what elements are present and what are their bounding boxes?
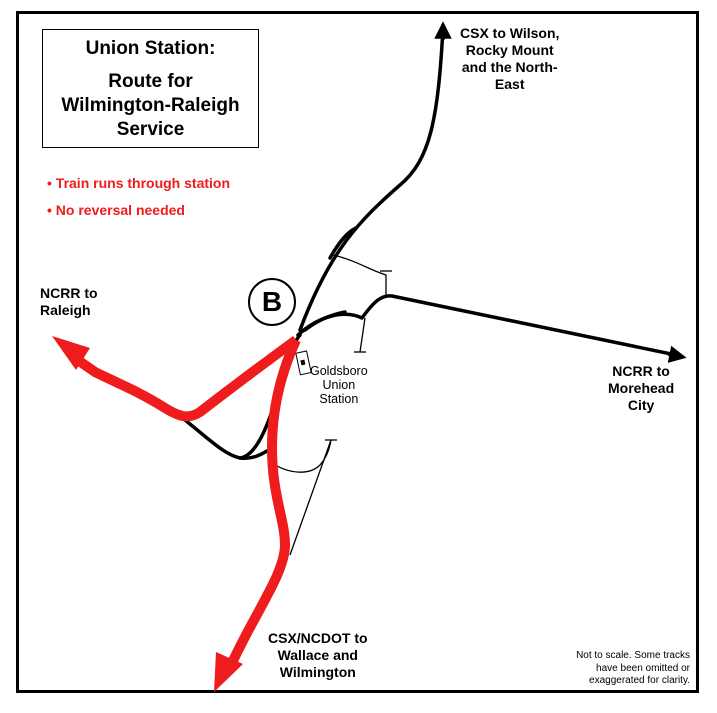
label-csx-wilmington: CSX/NCDOT to Wallace and Wilmington [268,630,368,681]
map-frame [16,11,699,693]
bullet-list: • Train runs through station • No revers… [47,175,230,229]
track-ncrr-east [296,294,678,357]
siding-south [269,439,332,473]
label-line: NCRR to [40,285,98,301]
title-line: Route for [108,71,193,92]
label-line: and the North- [461,59,558,75]
note-line: exaggerated for clarity. [589,675,690,686]
label-ncrr-morehead: NCRR to Morehead City [608,363,674,414]
label-line: Wilmington [279,664,356,680]
title-line: Union Station: [85,38,216,59]
label-ncrr-raleigh: NCRR to Raleigh [40,285,98,319]
note-line: Not to scale. Some tracks [576,650,690,661]
label-line: East [494,76,525,92]
track-csx-north [298,26,445,332]
label-line: City [627,397,655,413]
siding-diagonal [289,439,332,556]
label-line: Wallace and [277,647,358,663]
track-loop-upper [303,310,347,332]
title-line: Wilmington-Raleigh [61,95,240,116]
label-line: Morehead [608,380,675,396]
route-wilmington [223,337,301,674]
label-line: Raleigh [40,302,91,318]
bullet-item: • No reversal needed [47,202,185,218]
siding-upper [332,254,387,296]
label-csx-north: CSX to Wilson, Rocky Mount and the North… [460,25,559,93]
label-line: NCRR to [612,363,670,379]
route-arrow-wilmington [214,652,243,692]
track-branch-north [328,226,358,260]
label-line: CSX/NCDOT to [268,630,368,646]
label-line: Union [322,378,356,392]
title-box: Union Station: Route for Wilmington-Rale… [42,29,259,148]
route-arrow-raleigh [52,336,90,370]
note-line: have been omitted or [596,662,690,674]
route-raleigh [69,335,299,422]
label-line: Rocky Mount [465,42,554,58]
location-marker-b: B [248,278,296,326]
bullet-item: • Train runs through station [47,175,231,191]
label-station: Goldsboro Union Station [310,364,368,406]
arrow-east [667,345,687,363]
label-line: Goldsboro [310,364,368,378]
siding-mid [359,317,366,353]
label-line: CSX to Wilson, [460,25,560,41]
label-line: Station [319,392,359,406]
scale-note: Not to scale. Some tracks have been omit… [548,650,690,688]
title-line: Service [116,119,185,140]
